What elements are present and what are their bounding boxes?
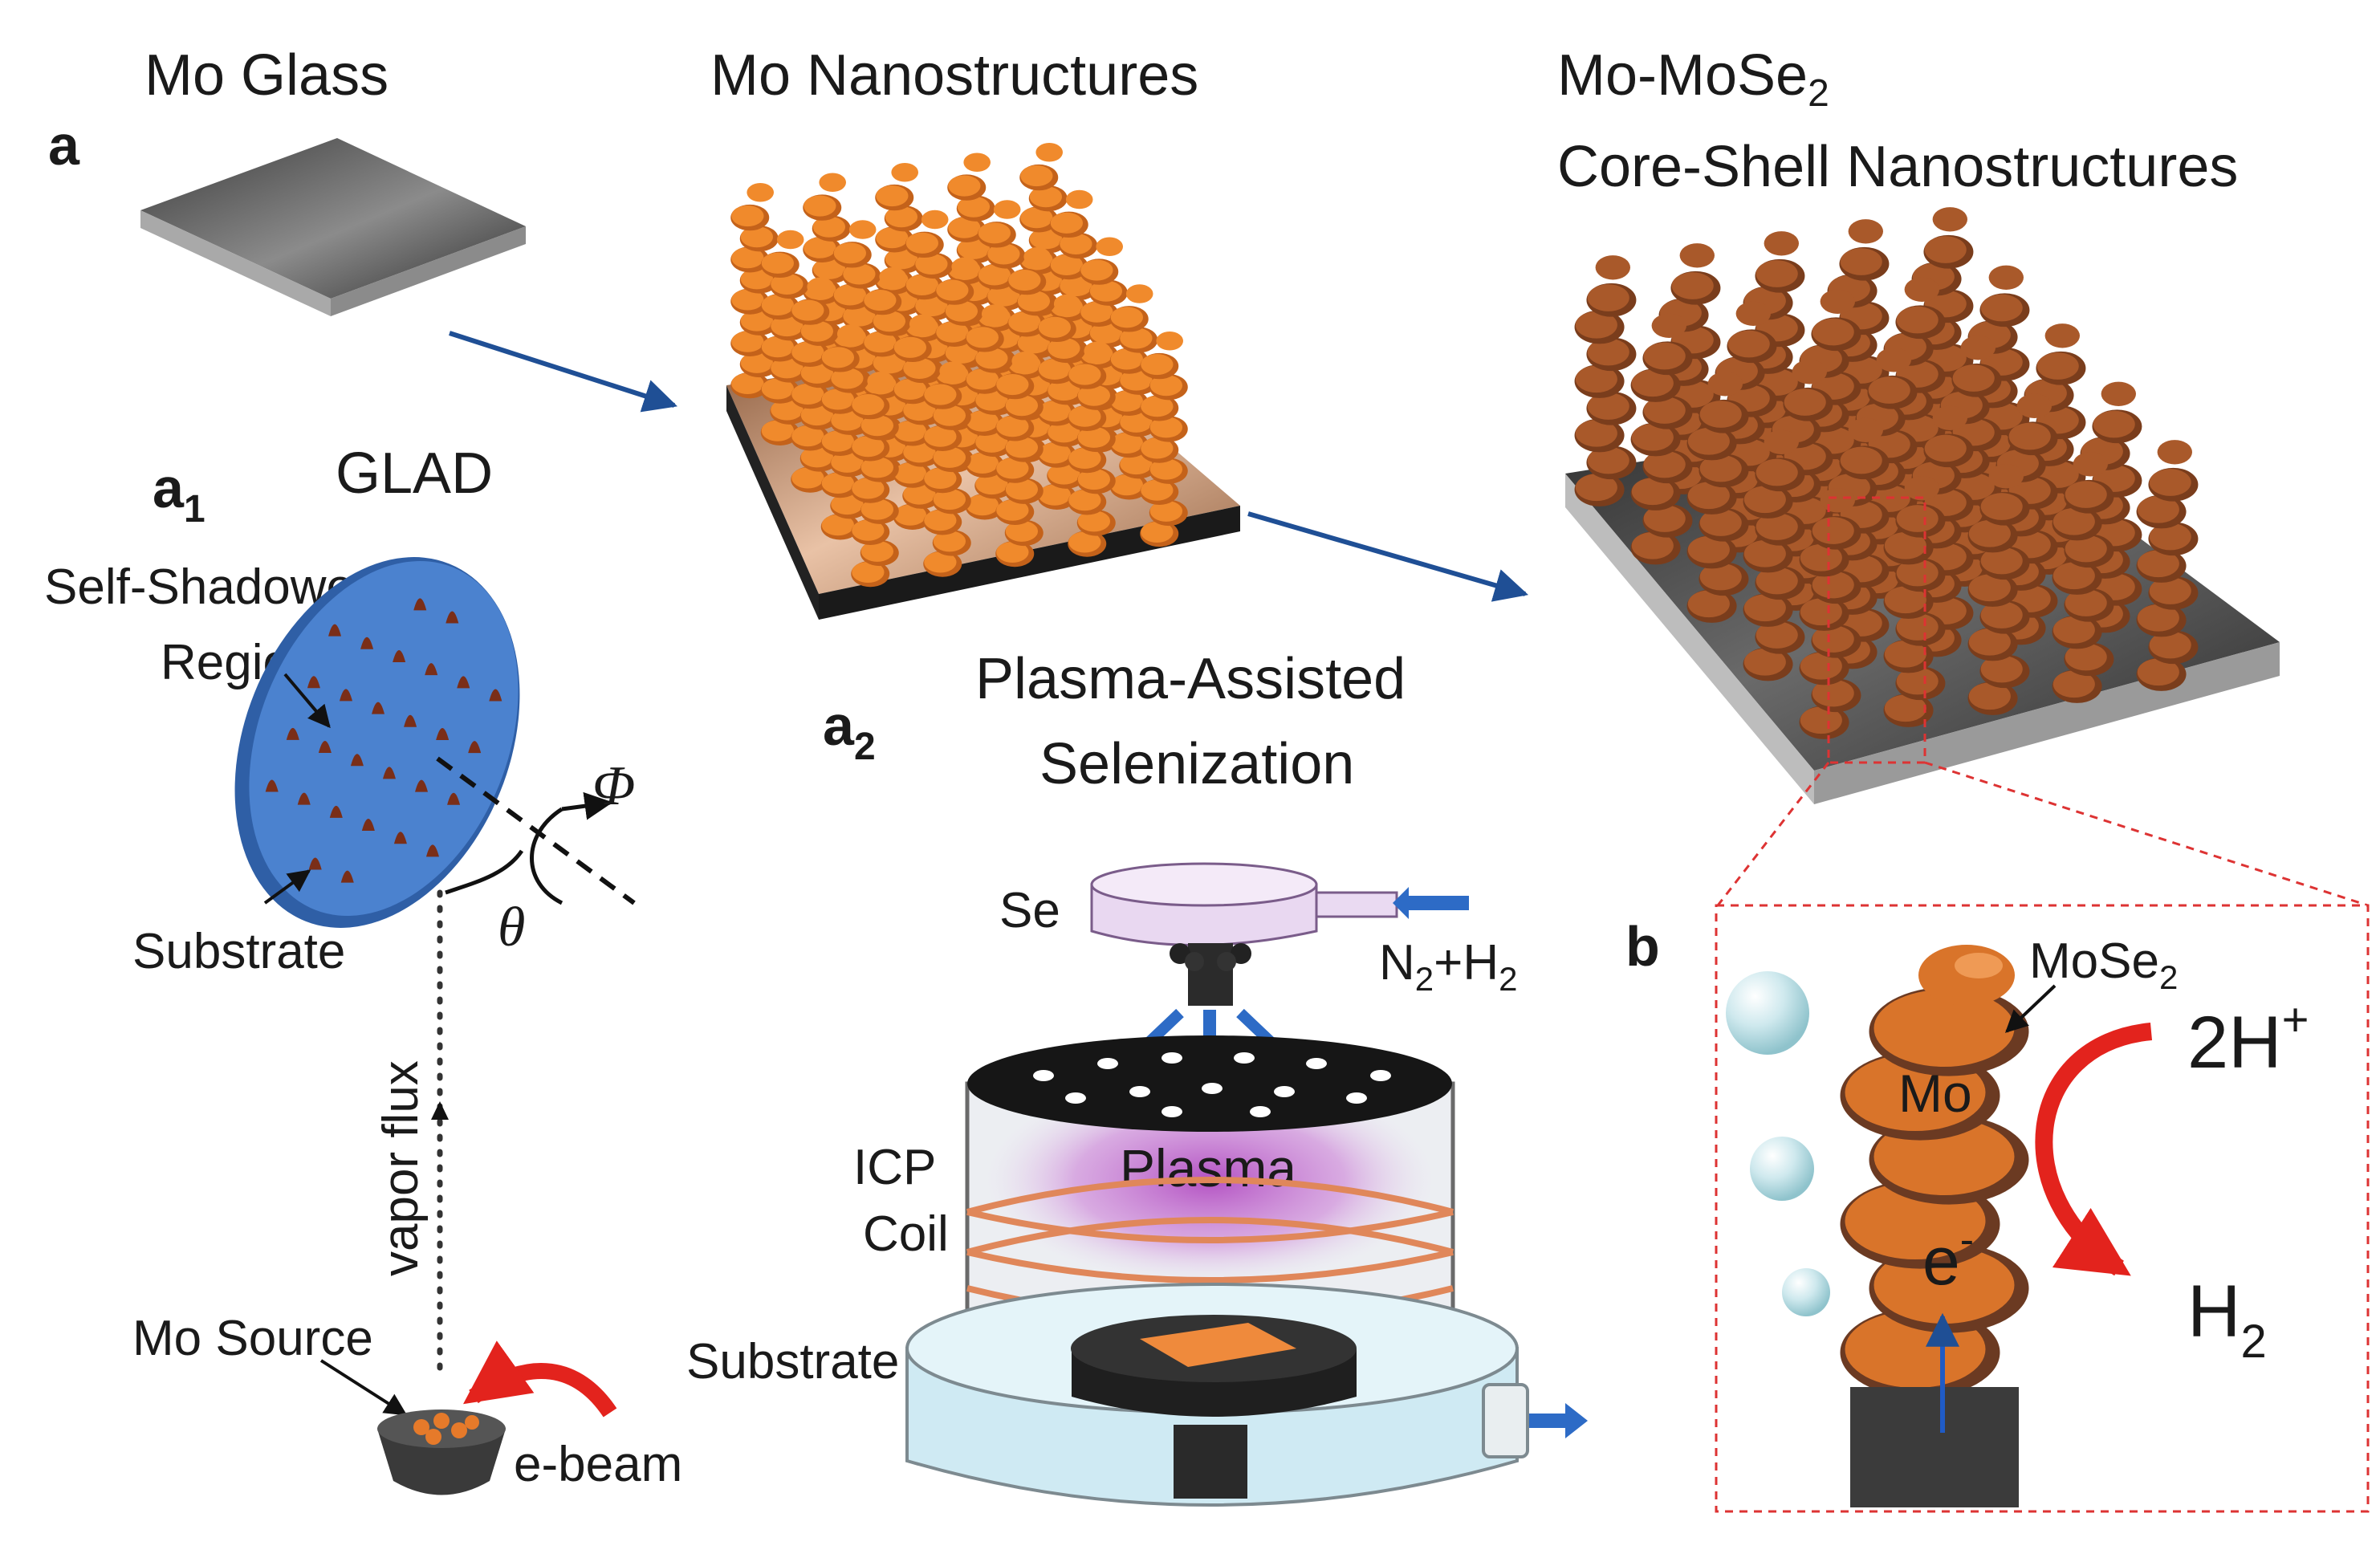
helix — [2136, 440, 2199, 691]
helix — [923, 361, 971, 577]
theta-arc — [445, 849, 524, 895]
panel-label-a: a — [48, 114, 80, 177]
substrate-pointer — [263, 869, 311, 905]
title-core-shell-line2: Core-Shell Nanostructures — [1557, 135, 2238, 199]
label-mo-core: Mo — [1898, 1064, 1972, 1123]
title-plasma-line2: Selenization — [1039, 732, 1354, 796]
process-arrow-1 — [449, 331, 677, 413]
panel-label-a1: a1 — [153, 457, 205, 531]
helix — [965, 304, 1014, 520]
chamber-base — [905, 1283, 1529, 1507]
title-mo-glass: Mo Glass — [144, 43, 389, 108]
substrate-normal-axis — [436, 756, 636, 905]
process-arrow-2 — [1247, 511, 1529, 602]
mo-helix-array — [730, 143, 1188, 588]
label-2h-plus: 2H+ — [2187, 994, 2309, 1084]
label-plasma: Plasma — [1120, 1138, 1296, 1198]
helix — [1799, 488, 1861, 739]
helix — [820, 324, 869, 540]
title-core-shell-line1: Mo-MoSe2 — [1557, 43, 1829, 115]
title-plasma-line1: Plasma-Assisted — [975, 647, 1406, 711]
helix — [1574, 255, 1637, 506]
theta-symbol: θ — [498, 897, 525, 958]
electron-label: e- — [1922, 1217, 1974, 1299]
panel-b-frame — [1715, 904, 2370, 1513]
label-gas-inlet: N2+H2 — [1379, 935, 1517, 998]
helix — [791, 277, 839, 493]
label-mose2: MoSe2 — [2029, 934, 2178, 996]
helix — [1686, 372, 1749, 623]
helix — [1140, 332, 1188, 547]
glad-substrate-disc — [234, 557, 520, 928]
glad-nanostructure-dots — [265, 598, 502, 883]
ebeam-arrow — [462, 1340, 617, 1418]
reaction-arrow — [2035, 1023, 2153, 1276]
exhaust-arrowhead — [1565, 1403, 1588, 1438]
helix — [851, 372, 899, 588]
helix — [1743, 429, 1805, 681]
mose2-pointer — [2004, 984, 2057, 1033]
helix — [760, 230, 809, 445]
se-container — [1090, 862, 1398, 1006]
phi-arrow-head — [561, 791, 613, 820]
bubbles — [1726, 971, 1830, 1316]
core-shell-helix-zoom — [1840, 945, 2029, 1397]
label-coil: Coil — [863, 1206, 949, 1262]
label-substrate-glad: Substrate — [132, 924, 345, 979]
title-mo-nanostructures: Mo Nanostructures — [710, 43, 1198, 108]
zoom-line-right — [1924, 761, 2369, 907]
label-se: Se — [999, 883, 1060, 938]
label-mo-source: Mo Source — [132, 1311, 373, 1366]
helix — [893, 314, 942, 530]
phi-symbol: Φ — [592, 755, 635, 817]
mo-glass-substrate — [140, 138, 526, 316]
crucible — [377, 1409, 506, 1495]
self-shadowed-pointer — [283, 673, 331, 729]
label-h2: H2 — [2187, 1271, 2267, 1368]
title-glad: GLAD — [336, 441, 493, 506]
panel-label-a2: a2 — [823, 694, 876, 768]
zoom-box — [1827, 496, 1926, 764]
panel-label-b: b — [1625, 915, 1660, 978]
label-ebeam: e-beam — [514, 1437, 682, 1492]
showerhead-holes — [1033, 1052, 1391, 1117]
mo-source-pointer — [319, 1359, 408, 1416]
helix — [1630, 313, 1693, 565]
label-icp: ICP — [853, 1140, 936, 1195]
core-shell-helix-array — [1574, 207, 2199, 739]
helix-base-substrate — [1850, 1387, 2019, 1507]
vapor-flux-arrowhead — [431, 1101, 449, 1120]
helix — [1883, 476, 1946, 727]
helix — [995, 352, 1044, 567]
zoom-line-left — [1716, 762, 1830, 906]
label-vapor-flux: vapor flux — [373, 1060, 429, 1276]
helix — [1967, 464, 2030, 715]
helix — [1068, 341, 1116, 557]
phi-rotation-arrow — [530, 807, 563, 905]
helix — [2052, 452, 2114, 703]
gas-inlet-arrowhead — [1393, 887, 1409, 919]
helix — [730, 183, 779, 399]
label-substrate-plasma: Substrate — [686, 1334, 899, 1389]
